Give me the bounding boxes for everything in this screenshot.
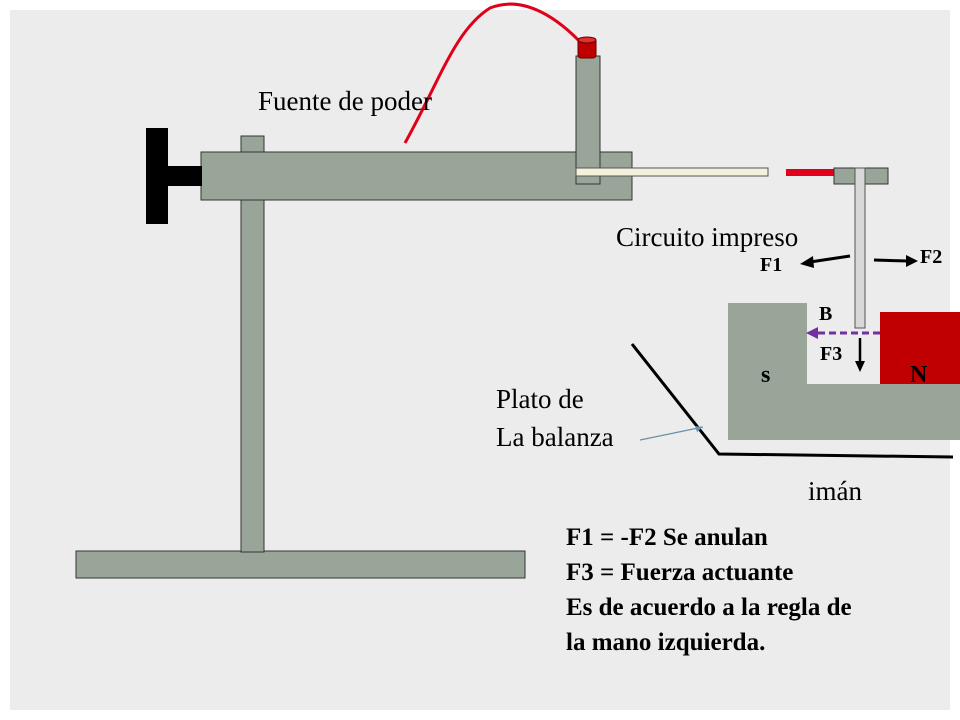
note-line-2: F3 = Fuerza actuante: [566, 559, 794, 586]
balance-plate-label-line2: La balanza: [496, 422, 614, 452]
stand-base: [75, 550, 526, 579]
magnet-label: imán: [808, 476, 862, 506]
north-pole-label: N: [910, 362, 928, 388]
horizontal-rod: [575, 167, 769, 177]
explanation-notes: F1 = -F2 Se anulan F3 = Fuerza actuante …: [566, 520, 852, 660]
force-f1-arrow: [809, 254, 851, 264]
power-wire: [403, 2, 586, 144]
field-b-arrowhead: [806, 327, 818, 339]
balance-plate-label-line1: Plato de: [496, 384, 584, 414]
note-line-1: F1 = -F2 Se anulan: [566, 524, 768, 551]
plate-pointer-head: [695, 426, 703, 432]
force-f2-arrowhead: [906, 255, 918, 267]
stand-post: [240, 135, 265, 553]
force-f2-label: F2: [920, 246, 943, 268]
plate-pointer: [639, 426, 704, 441]
force-f1-label: F1: [760, 254, 783, 276]
terminal-cap-top: [577, 36, 597, 44]
force-f1-arrowhead: [800, 256, 814, 268]
clamp-screw: [166, 166, 202, 186]
magnet-body: [728, 303, 960, 440]
stand-arm: [200, 151, 633, 201]
power-source-label: Fuente de poder: [258, 86, 432, 116]
force-f3-label: F3: [820, 343, 843, 365]
printed-circuit-label: Circuito impreso: [616, 222, 799, 252]
force-f2-arrow: [873, 258, 909, 263]
south-pole-label: s: [761, 362, 771, 388]
clamp-knob: [146, 128, 168, 224]
field-b-label: B: [819, 303, 833, 325]
note-line-3: Es de acuerdo a la regla de: [566, 594, 852, 621]
force-f3-arrowhead: [855, 361, 865, 372]
note-line-4: la mano izquierda.: [566, 629, 766, 656]
terminal-post: [575, 55, 601, 185]
circuit-strip: [786, 169, 857, 176]
circuit-conductor: [854, 167, 866, 329]
balance-plate: [630, 343, 954, 459]
magnet-north-pole: [880, 312, 960, 384]
